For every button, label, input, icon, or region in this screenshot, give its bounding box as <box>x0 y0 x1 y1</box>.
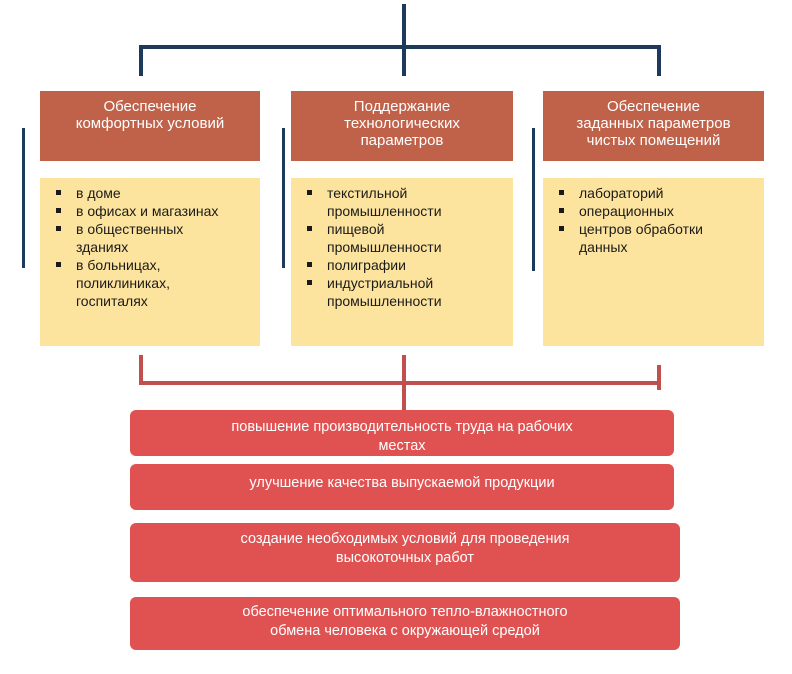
bullet-icon <box>307 226 312 231</box>
column-2-body: текстильной промышленности пищевой промы… <box>291 178 513 346</box>
bottom-stem <box>402 355 406 411</box>
bottom-drop-left <box>139 355 143 385</box>
column-2-side-bar <box>282 128 285 268</box>
list-item: в больницах, поликлиниках, госпиталях <box>56 256 254 310</box>
column-2-list: текстильной промышленности пищевой промы… <box>307 184 507 310</box>
bullet-icon <box>56 262 61 267</box>
bullet-icon <box>307 262 312 267</box>
bullet-icon <box>56 190 61 195</box>
column-3-header: Обеспечение заданных параметров чистых п… <box>543 91 764 161</box>
column-2-title: Поддержание технологических параметров <box>344 98 460 149</box>
top-drop-left <box>139 45 143 76</box>
bullet-icon <box>559 226 564 231</box>
top-horizontal-bar <box>139 45 661 49</box>
result-box-1: повышение производительность труда на ра… <box>130 410 674 456</box>
column-3-side-bar <box>532 128 535 271</box>
column-3-title: Обеспечение заданных параметров чистых п… <box>576 98 731 149</box>
column-1-side-bar <box>22 128 25 268</box>
list-item: текстильной промышленности <box>307 184 507 220</box>
result-1-text: повышение производительность труда на ра… <box>231 419 573 454</box>
column-3-body: лабораторий операционных центров обработ… <box>543 178 764 346</box>
column-1-body: в доме в офисах и магазинах в общественн… <box>40 178 260 346</box>
column-1-title: Обеспечение комфортных условий <box>75 98 225 132</box>
bullet-icon <box>307 280 312 285</box>
column-1-list: в доме в офисах и магазинах в общественн… <box>56 184 254 310</box>
bottom-horizontal-bar <box>139 381 661 385</box>
bullet-icon <box>559 190 564 195</box>
result-2-text: улучшение качества выпускаемой продукции <box>249 475 555 491</box>
list-item: в общественных зданиях <box>56 220 254 256</box>
result-3-text: создание необходимых условий для проведе… <box>240 531 570 566</box>
result-box-4: обеспечение оптимального тепло-влажностн… <box>130 597 680 650</box>
list-item: центров обработки данных <box>559 220 758 256</box>
bottom-drop-right <box>657 365 661 390</box>
list-item: индустриальной промышленности <box>307 274 507 310</box>
list-item: пищевой промышленности <box>307 220 507 256</box>
bullet-icon <box>307 190 312 195</box>
list-item: в офисах и магазинах <box>56 202 254 220</box>
list-item: лабораторий <box>559 184 758 202</box>
list-item: операционных <box>559 202 758 220</box>
top-drop-right <box>657 45 661 76</box>
column-3-list: лабораторий операционных центров обработ… <box>559 184 758 256</box>
bullet-icon <box>559 208 564 213</box>
bullet-icon <box>56 226 61 231</box>
result-box-3: создание необходимых условий для проведе… <box>130 523 680 582</box>
list-item: полиграфии <box>307 256 507 274</box>
result-box-2: улучшение качества выпускаемой продукции <box>130 464 674 510</box>
result-4-text: обеспечение оптимального тепло-влажностн… <box>242 604 568 639</box>
column-1-header: Обеспечение комфортных условий <box>40 91 260 161</box>
column-2-header: Поддержание технологических параметров <box>291 91 513 161</box>
bullet-icon <box>56 208 61 213</box>
list-item: в доме <box>56 184 254 202</box>
top-stem <box>402 4 406 76</box>
